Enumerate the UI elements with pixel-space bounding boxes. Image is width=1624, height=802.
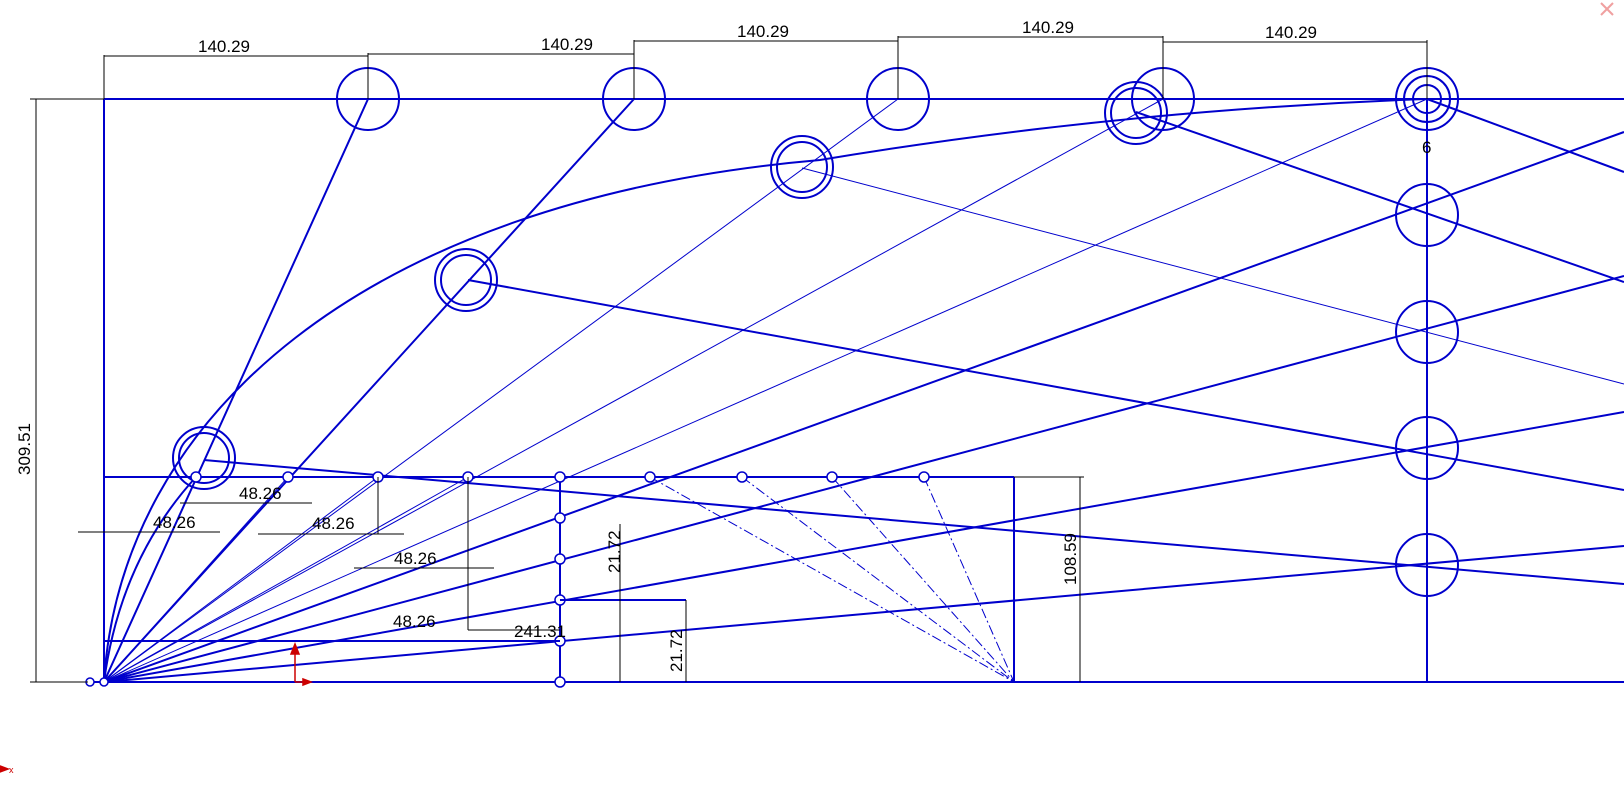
sketch-point[interactable] bbox=[736, 471, 748, 483]
dimension-label[interactable]: 48.26 bbox=[153, 513, 196, 532]
sketch-point[interactable] bbox=[826, 471, 838, 483]
height-dimension-group: 309.51 bbox=[15, 98, 104, 683]
close-icon[interactable] bbox=[1598, 0, 1616, 18]
hole-circle[interactable] bbox=[1395, 183, 1459, 247]
radial-line[interactable] bbox=[103, 476, 379, 683]
sketch-point[interactable] bbox=[190, 471, 202, 483]
radial-line[interactable] bbox=[103, 476, 469, 683]
hole-circle-inner[interactable] bbox=[440, 254, 492, 306]
sketch-points[interactable] bbox=[85, 471, 930, 688]
relation-label: 6 bbox=[1422, 138, 1431, 157]
hole-circle-inner[interactable] bbox=[776, 141, 828, 193]
dimension-label[interactable]: 140.29 bbox=[1022, 18, 1074, 37]
cross-line[interactable] bbox=[467, 279, 1624, 491]
dimension-label[interactable]: 48.26 bbox=[393, 612, 436, 631]
sketch-point[interactable] bbox=[554, 676, 566, 688]
sketch-point[interactable] bbox=[644, 471, 656, 483]
dimension-label[interactable]: 140.29 bbox=[737, 22, 789, 41]
radial-line[interactable] bbox=[103, 98, 369, 683]
small-dimension-group: 48.26 48.26 48.26 48.26 48.26 bbox=[78, 477, 560, 631]
top-dimension-group: 140.29 140.29 140.29 140.29 140.29 bbox=[103, 18, 1428, 99]
radial-line[interactable] bbox=[103, 545, 1624, 683]
sketch-point[interactable] bbox=[554, 512, 566, 524]
radial-line[interactable] bbox=[103, 98, 1164, 683]
cross-lines[interactable] bbox=[203, 98, 1624, 585]
arc-holes[interactable] bbox=[172, 81, 1168, 490]
hole-circle[interactable] bbox=[1104, 81, 1168, 145]
radial-line[interactable] bbox=[103, 131, 1624, 683]
cross-line[interactable] bbox=[1135, 111, 1624, 283]
construction-line[interactable] bbox=[923, 476, 1015, 683]
axis-label: x bbox=[9, 765, 14, 775]
right-column-holes[interactable] bbox=[1395, 183, 1459, 597]
radial-line[interactable] bbox=[103, 411, 1624, 683]
dimension-label[interactable]: 140.29 bbox=[541, 35, 593, 54]
sketch-point[interactable] bbox=[918, 471, 930, 483]
rib-dimension-group: 21.72 21.72 241.31 bbox=[514, 524, 687, 682]
lower-height-dimension-group: 108.59 bbox=[1014, 476, 1084, 682]
hole-circle[interactable] bbox=[1395, 416, 1459, 480]
dimension-label[interactable]: 241.31 bbox=[514, 622, 566, 641]
inner-arc[interactable] bbox=[103, 476, 197, 683]
construction-line[interactable] bbox=[831, 476, 1015, 683]
radial-line[interactable] bbox=[103, 98, 1428, 683]
construction-line[interactable] bbox=[649, 476, 1015, 683]
dimension-label[interactable]: 48.26 bbox=[394, 549, 437, 568]
construction-lines[interactable] bbox=[649, 476, 1015, 683]
cross-line[interactable] bbox=[1426, 98, 1624, 173]
hole-circle[interactable] bbox=[770, 135, 834, 199]
hole-circle-inner[interactable] bbox=[178, 432, 230, 484]
dimension-label[interactable]: 140.29 bbox=[198, 37, 250, 56]
sketch-point[interactable] bbox=[554, 471, 566, 483]
dimension-label[interactable]: 309.51 bbox=[15, 423, 34, 475]
dimension-label[interactable]: 48.26 bbox=[312, 514, 355, 533]
hole-circle[interactable] bbox=[434, 248, 498, 312]
hole-circle[interactable] bbox=[172, 426, 236, 490]
radial-line[interactable] bbox=[103, 98, 635, 683]
dimension-label[interactable]: 108.59 bbox=[1061, 533, 1080, 585]
dimension-label[interactable]: 48.26 bbox=[239, 484, 282, 503]
cross-line[interactable] bbox=[801, 167, 1624, 385]
sketch-frame[interactable] bbox=[88, 98, 1624, 683]
dimension-label[interactable]: 21.72 bbox=[667, 629, 686, 672]
radial-line[interactable] bbox=[103, 476, 289, 683]
hole-circle[interactable] bbox=[1395, 300, 1459, 364]
radial-line[interactable] bbox=[103, 275, 1624, 683]
axis-triad-icon: x bbox=[0, 765, 14, 775]
dimension-label[interactable]: 140.29 bbox=[1265, 23, 1317, 42]
cross-line[interactable] bbox=[203, 459, 1624, 585]
main-arc[interactable] bbox=[103, 98, 1428, 683]
origin-point[interactable] bbox=[99, 677, 109, 687]
origin-arrow-icon bbox=[289, 641, 314, 687]
hole-circle-inner[interactable] bbox=[1110, 87, 1162, 139]
hole-circle[interactable] bbox=[1395, 533, 1459, 597]
construction-line[interactable] bbox=[741, 476, 1015, 683]
radial-line[interactable] bbox=[103, 98, 899, 683]
radial-lines[interactable] bbox=[103, 98, 1624, 683]
dimension-label[interactable]: 21.72 bbox=[605, 530, 624, 573]
sketch-point[interactable] bbox=[282, 471, 294, 483]
sketch-point[interactable] bbox=[554, 553, 566, 565]
